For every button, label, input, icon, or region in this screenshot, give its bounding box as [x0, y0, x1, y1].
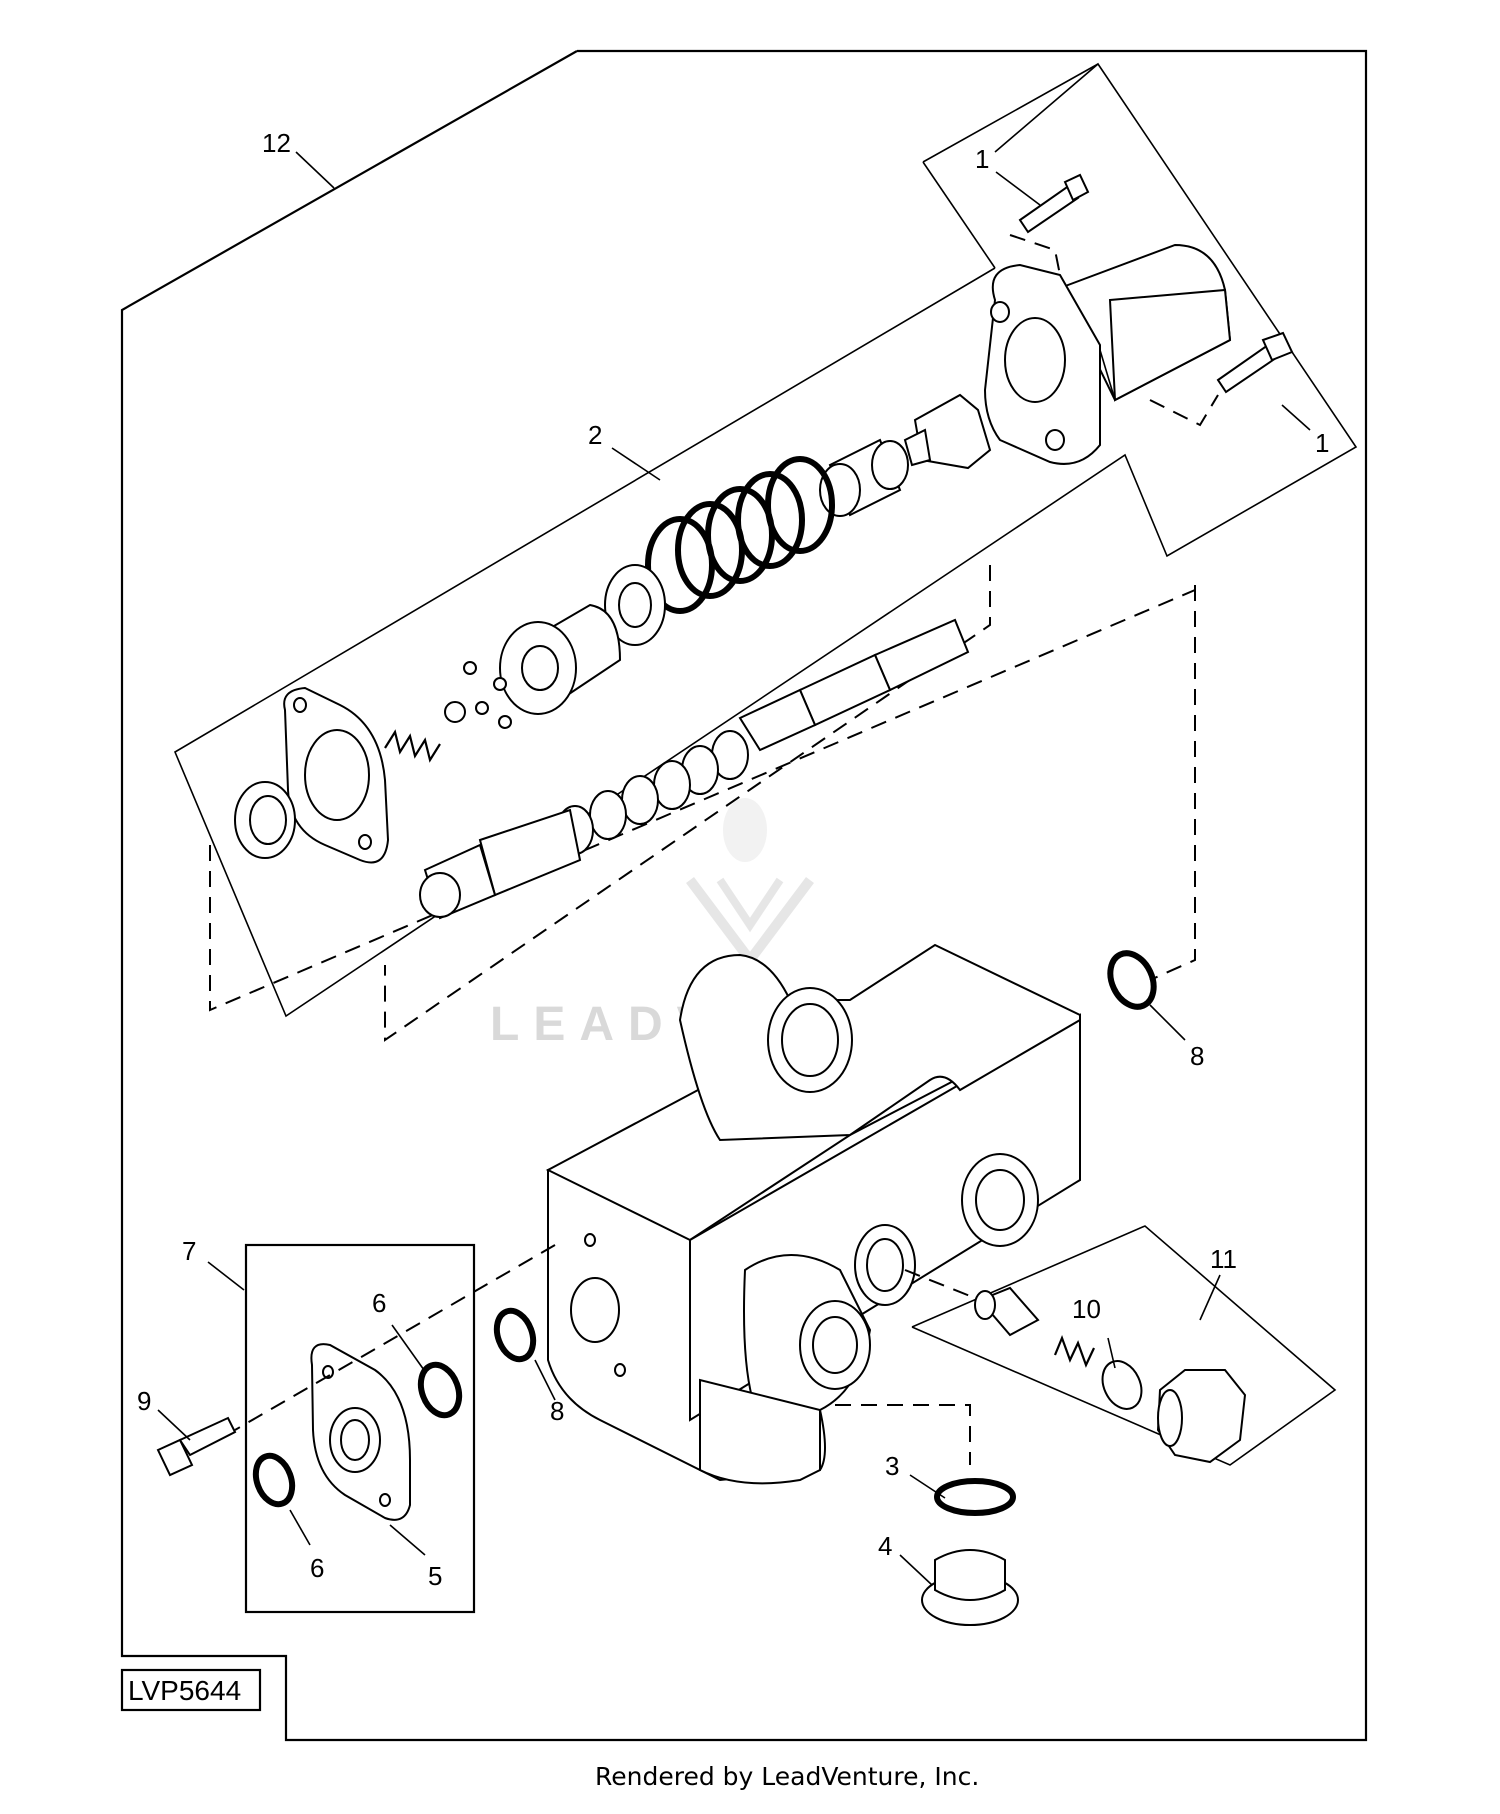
callout-9: 9	[137, 1386, 151, 1416]
callout-1-bottom: 1	[1315, 428, 1329, 458]
callout-6-top: 6	[372, 1288, 386, 1318]
callout-12: 12	[262, 128, 291, 158]
cap-screw-9	[156, 1416, 237, 1477]
control-spool	[419, 618, 970, 920]
cap-4	[921, 1549, 1019, 1626]
relief-poppet	[974, 1286, 1040, 1337]
relief-valve-panel	[911, 1225, 1337, 1466]
hex-plug	[1156, 1369, 1247, 1464]
o-ring-6-right	[417, 1361, 463, 1419]
callout-8-mid: 8	[550, 1396, 564, 1426]
piston-cup	[499, 603, 622, 715]
washer	[604, 564, 666, 646]
bolt-bottom	[1216, 331, 1294, 394]
spool-group-panel	[173, 62, 1358, 1018]
o-ring-3	[934, 1478, 1016, 1516]
figure-id: LVP5644	[128, 1675, 241, 1706]
small-spring	[384, 729, 441, 763]
callout-4: 4	[878, 1531, 892, 1561]
end-cover-plate	[310, 1343, 411, 1521]
watermark-logo	[686, 798, 814, 969]
o-ring-10	[1101, 1360, 1143, 1410]
callout-7: 7	[182, 1236, 196, 1266]
callout-11: 11	[1210, 1244, 1237, 1274]
o-ring-6-left	[252, 1452, 296, 1508]
callout-8-top: 8	[1190, 1041, 1204, 1071]
bolt-top	[1018, 173, 1090, 234]
figure-id-box	[120, 1668, 262, 1712]
o-ring-8-mid	[493, 1307, 537, 1363]
callout-5: 5	[428, 1561, 442, 1591]
seal-ring-left	[234, 781, 296, 859]
sleeve	[819, 438, 909, 517]
callout-6-bottom: 6	[310, 1553, 324, 1583]
relief-spring	[1053, 1334, 1095, 1368]
solenoid-panel	[922, 63, 1099, 163]
check-balls	[444, 661, 512, 729]
footer-credit: Rendered by LeadVenture, Inc.	[595, 1762, 979, 1791]
cover-gasket	[283, 686, 390, 864]
spool-dashed-panel	[384, 565, 991, 1042]
valve-body	[545, 943, 1081, 1485]
assembly-frame	[120, 49, 1368, 1742]
callout-10: 10	[1072, 1294, 1101, 1324]
callout-3: 3	[885, 1451, 899, 1481]
callout-1-top: 1	[975, 144, 989, 174]
callout-2: 2	[588, 420, 602, 450]
main-spring	[645, 456, 835, 614]
solenoid-assembly	[983, 243, 1232, 465]
cover-kit-box	[244, 1243, 476, 1614]
o-ring-8-top	[1107, 950, 1157, 1010]
poppet-valve	[903, 393, 992, 470]
